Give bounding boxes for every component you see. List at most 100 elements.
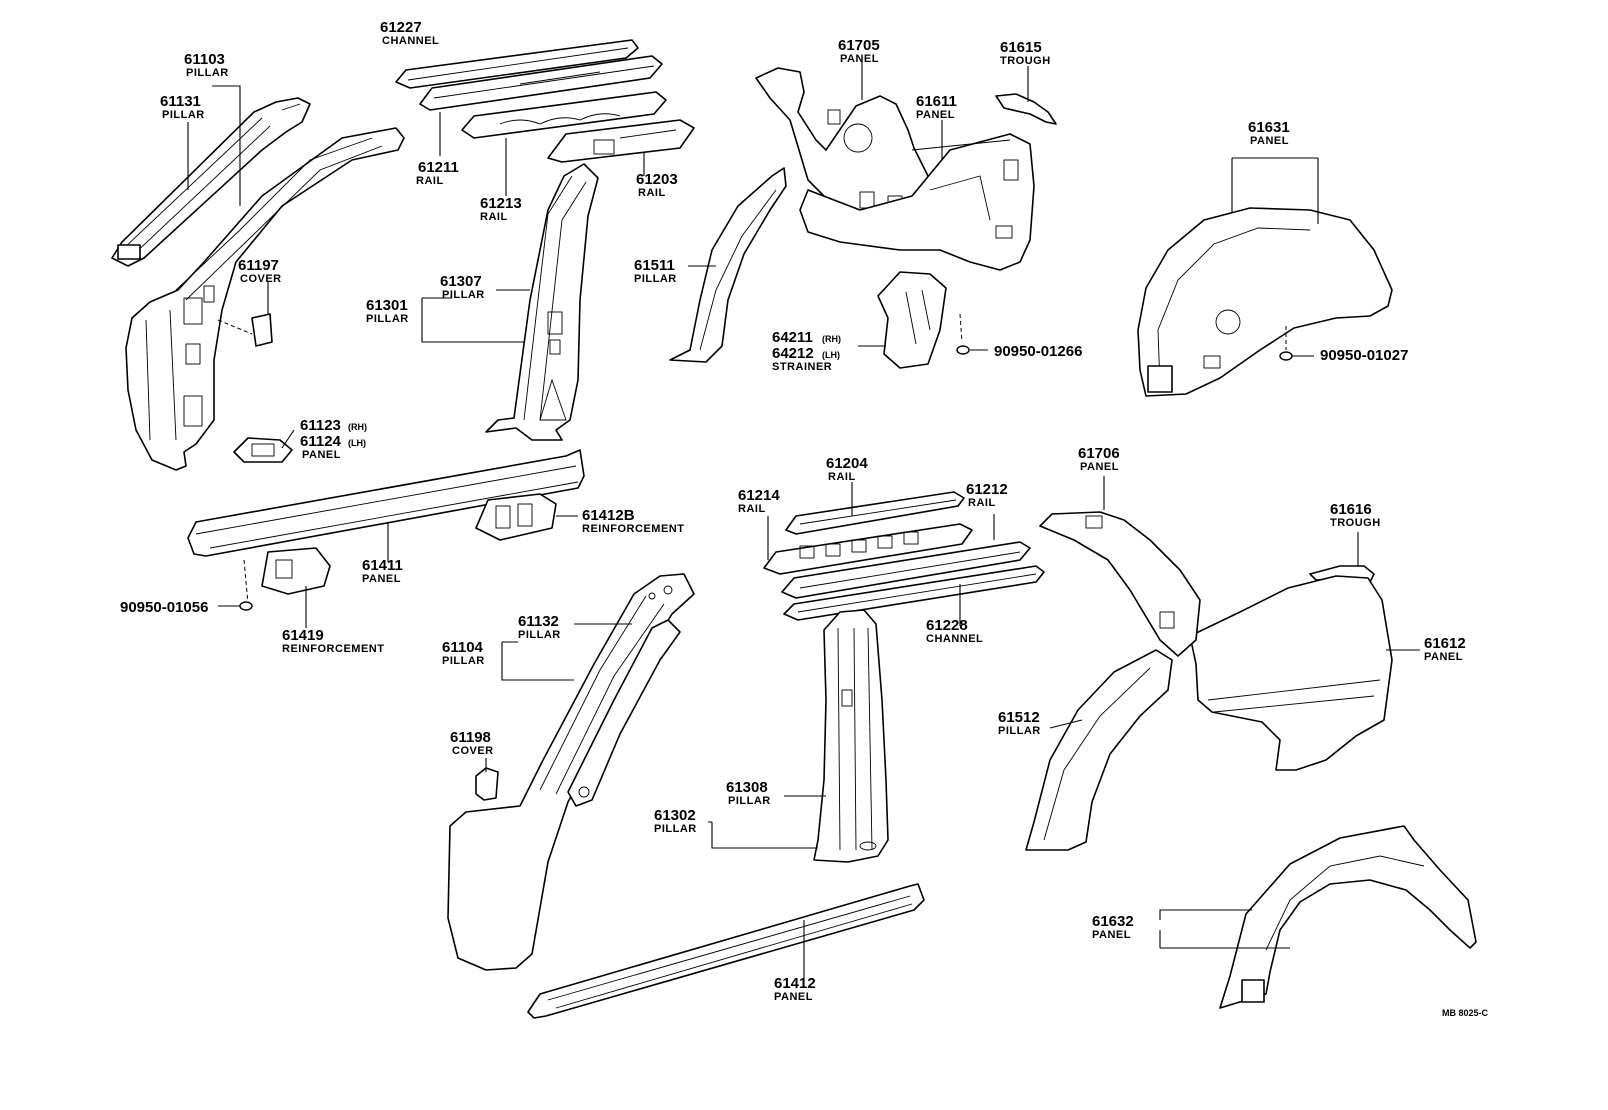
quarter-inner-panel-61611-drawing <box>799 133 1035 271</box>
svg-text:61412B: 61412B <box>582 507 635 524</box>
svg-text:PILLAR: PILLAR <box>728 795 771 807</box>
front-pillar-lower-drawing <box>447 573 695 971</box>
channel-61228-drawing <box>783 565 1045 621</box>
label-90950-01266: 90950-01266 <box>994 343 1082 360</box>
svg-text:61632: 61632 <box>1092 913 1134 930</box>
svg-text:61214: 61214 <box>738 487 780 504</box>
label-61412B: 61412B REINFORCEMENT <box>582 507 684 535</box>
svg-text:90950-01266: 90950-01266 <box>994 343 1082 360</box>
svg-text:PANEL: PANEL <box>916 109 955 121</box>
svg-text:PILLAR: PILLAR <box>634 273 677 285</box>
svg-text:61705: 61705 <box>838 37 880 54</box>
label-64212: 64212 (LH) STRAINER <box>772 345 840 373</box>
svg-text:REINFORCEMENT: REINFORCEMENT <box>582 523 684 535</box>
label-61412: 61412 PANEL <box>774 975 816 1003</box>
rail-61211-drawing <box>419 55 663 111</box>
label-64211: 64211 (RH) <box>772 329 841 346</box>
svg-text:61203: 61203 <box>636 171 678 188</box>
svg-text:PILLAR: PILLAR <box>366 313 409 325</box>
rail-61213-drawing <box>461 91 667 139</box>
svg-text:61104: 61104 <box>442 639 484 656</box>
svg-text:RAIL: RAIL <box>968 497 996 509</box>
svg-text:61212: 61212 <box>966 481 1008 498</box>
svg-text:61211: 61211 <box>418 159 459 176</box>
svg-text:RAIL: RAIL <box>638 187 666 199</box>
svg-text:PANEL: PANEL <box>362 573 401 585</box>
label-61227: 61227 CHANNEL <box>380 19 439 47</box>
reinforcement-61412b-drawing <box>475 493 557 541</box>
svg-text:61706: 61706 <box>1078 445 1120 462</box>
label-61198: 61198 COVER <box>450 729 494 757</box>
svg-text:PANEL: PANEL <box>1092 929 1131 941</box>
label-61104: 61104 PILLAR <box>442 639 484 667</box>
quarter-pillar-61511-drawing <box>669 167 787 363</box>
figure-code: MB 8025-C <box>1442 1008 1489 1018</box>
roof-channel-61227-drawing <box>395 39 639 89</box>
svg-text:61302: 61302 <box>654 807 696 824</box>
svg-text:COVER: COVER <box>452 745 494 757</box>
label-61512: 61512 PILLAR <box>998 709 1041 737</box>
label-61419: 61419 REINFORCEMENT <box>282 627 384 655</box>
label-61632: 61632 PANEL <box>1092 913 1134 941</box>
svg-text:61124: 61124 <box>300 433 342 450</box>
label-61197: 61197 COVER <box>238 257 281 285</box>
label-61103: 61103 PILLAR <box>184 51 228 79</box>
svg-text:PILLAR: PILLAR <box>162 109 205 121</box>
rocker-panel-61412-drawing <box>527 883 925 1019</box>
label-90950-01027: 90950-01027 <box>1320 347 1408 364</box>
svg-text:61197: 61197 <box>238 257 279 274</box>
svg-text:STRAINER: STRAINER <box>772 361 832 373</box>
svg-text:61198: 61198 <box>450 729 491 746</box>
label-61204: 61204 RAIL <box>826 455 868 483</box>
svg-text:61611: 61611 <box>916 93 957 110</box>
nut-90950-01056-drawing <box>239 601 253 611</box>
svg-text:RAIL: RAIL <box>416 175 444 187</box>
rail-61204-drawing <box>785 491 965 535</box>
rocker-panel-61411-drawing <box>187 449 585 605</box>
svg-text:90950-01027: 90950-01027 <box>1320 347 1408 364</box>
label-61705: 61705 PANEL <box>838 37 880 65</box>
label-61213: 61213 RAIL <box>480 195 522 223</box>
svg-text:PANEL: PANEL <box>840 53 879 65</box>
leader-lines <box>187 62 1420 978</box>
svg-text:61412: 61412 <box>774 975 816 992</box>
svg-text:61511: 61511 <box>634 257 675 274</box>
nut-90950-01266-drawing <box>956 345 970 355</box>
svg-text:PILLAR: PILLAR <box>998 725 1041 737</box>
label-61631: 61631 PANEL <box>1248 119 1290 147</box>
svg-text:PANEL: PANEL <box>1250 135 1289 147</box>
label-61203: 61203 RAIL <box>636 171 678 199</box>
label-61211: 61211 RAIL <box>416 159 459 187</box>
wheel-house-inner-panel-drawing <box>1219 825 1477 1009</box>
svg-text:64211: 64211 <box>772 329 813 346</box>
front-pillar-inner-drawing <box>111 97 311 267</box>
svg-text:PANEL: PANEL <box>1424 651 1463 663</box>
label-61131: 61131 PILLAR <box>160 93 205 121</box>
small-panel-61123-drawing <box>233 437 293 463</box>
center-pillar-lower-drawing <box>813 609 889 863</box>
label-61214: 61214 RAIL <box>738 487 780 515</box>
label-90950-01056: 90950-01056 <box>120 599 208 616</box>
label-61308: 61308 PILLAR <box>726 779 771 807</box>
svg-text:61512: 61512 <box>998 709 1040 726</box>
trough-61615-drawing <box>995 93 1057 125</box>
svg-text:PILLAR: PILLAR <box>654 823 697 835</box>
svg-text:61307: 61307 <box>440 273 482 290</box>
svg-text:64212: 64212 <box>772 345 814 362</box>
svg-text:61227: 61227 <box>380 19 422 36</box>
label-61124: 61124 (LH) PANEL <box>300 433 366 461</box>
center-pillar-upper-drawing <box>485 163 599 441</box>
reinforcement-61419-drawing <box>261 547 331 595</box>
label-61511: 61511 PILLAR <box>634 257 677 285</box>
rail-61214-drawing <box>763 523 973 575</box>
label-61611: 61611 PANEL <box>916 93 957 121</box>
cover-61197-drawing <box>251 313 273 347</box>
svg-text:(LH): (LH) <box>822 350 840 360</box>
cover-61198-drawing <box>475 767 499 801</box>
svg-text:61123: 61123 <box>300 417 341 434</box>
svg-text:TROUGH: TROUGH <box>1000 55 1051 67</box>
svg-text:RAIL: RAIL <box>738 503 766 515</box>
svg-text:61301: 61301 <box>366 297 408 314</box>
svg-text:(LH): (LH) <box>348 438 366 448</box>
svg-text:61228: 61228 <box>926 617 968 634</box>
